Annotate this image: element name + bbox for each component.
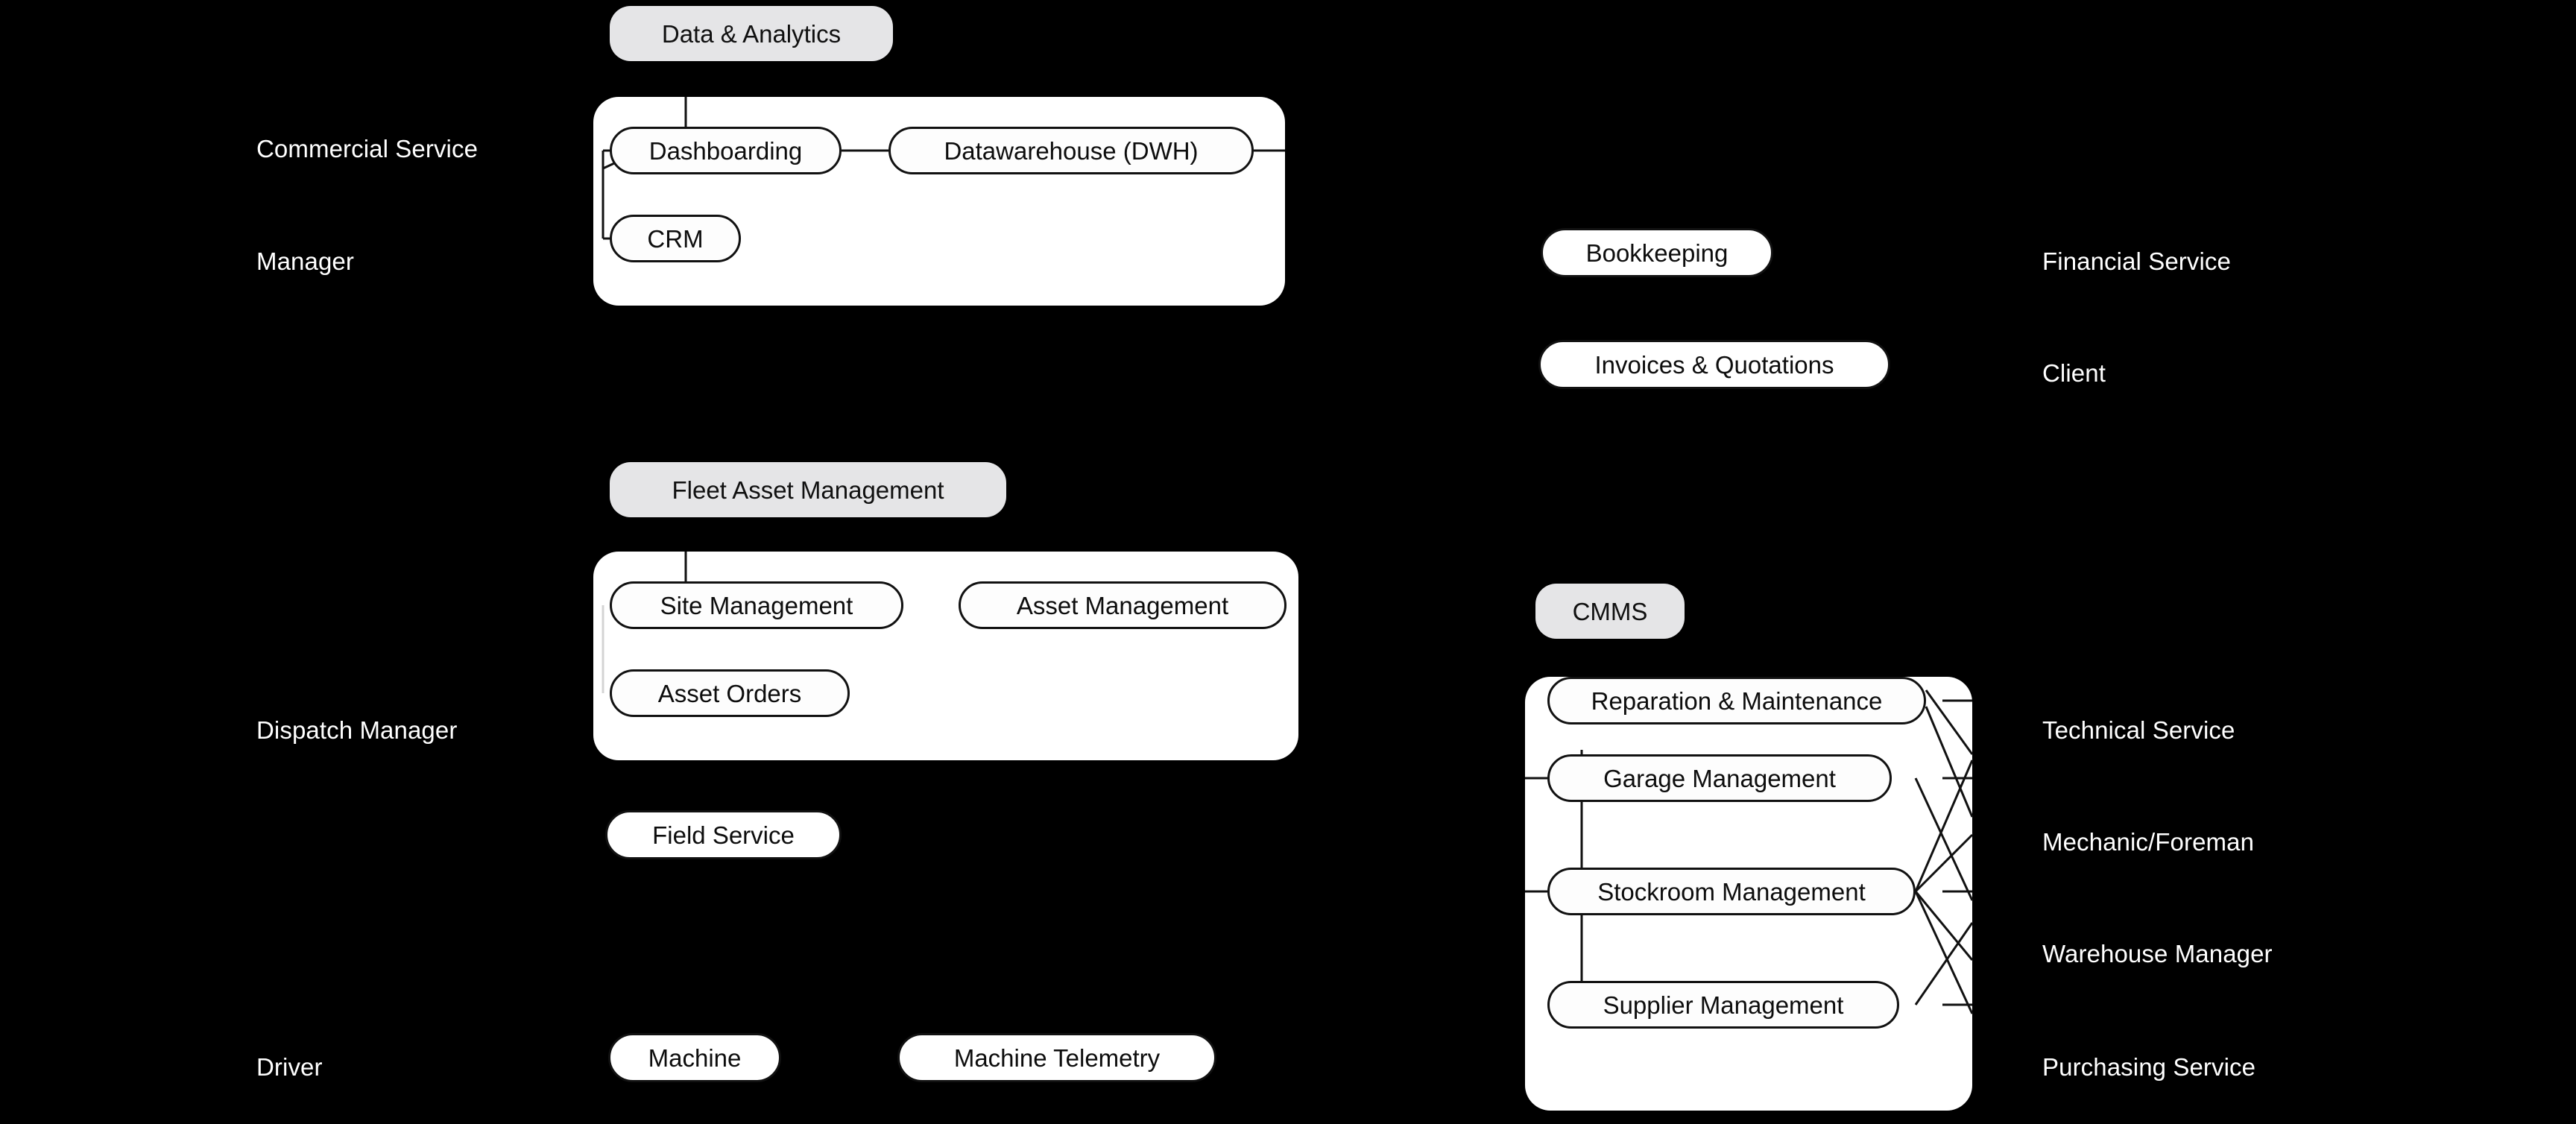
- group-tag-cmms[interactable]: CMMS: [1535, 584, 1685, 639]
- capability-invoices-quotations[interactable]: Invoices & Quotations: [1538, 340, 1890, 389]
- role-label-warehouse-manager: Warehouse Manager: [2042, 940, 2273, 967]
- capability-machine-telemetry[interactable]: Machine Telemetry: [897, 1033, 1216, 1082]
- group-tag-fleet-asset-management[interactable]: Fleet Asset Management: [610, 462, 1006, 517]
- role-label-technical-service: Technical Service: [2042, 716, 2235, 744]
- group-tag-data-analytics[interactable]: Data & Analytics: [610, 6, 893, 61]
- role-label-mechanic-foreman: Mechanic/Foreman: [2042, 828, 2255, 856]
- role-label-dispatch-manager: Dispatch Manager: [256, 716, 458, 744]
- role-label-client: Client: [2042, 359, 2106, 387]
- capability-asset-orders[interactable]: Asset Orders: [610, 669, 850, 717]
- role-label-driver: Driver: [256, 1053, 323, 1081]
- role-label-manager: Manager: [256, 247, 354, 275]
- capability-asset-management[interactable]: Asset Management: [959, 581, 1287, 629]
- capability-machine[interactable]: Machine: [608, 1033, 781, 1082]
- role-label-commercial-service: Commercial Service: [256, 135, 479, 162]
- capability-crm[interactable]: CRM: [610, 215, 741, 262]
- capability-garage-management[interactable]: Garage Management: [1547, 754, 1892, 802]
- capability-supplier-management[interactable]: Supplier Management: [1547, 981, 1899, 1029]
- role-label-financial-service: Financial Service: [2042, 247, 2231, 275]
- capability-field-service[interactable]: Field Service: [605, 810, 842, 859]
- cluster-cmms: Reparation & Maintenance Garage Manageme…: [1525, 677, 1974, 1111]
- capability-reparation-maintenance[interactable]: Reparation & Maintenance: [1547, 677, 1926, 724]
- cluster-fleet-asset-management: Site Management Asset Management Asset O…: [593, 552, 1298, 760]
- role-label-purchasing-service: Purchasing Service: [2042, 1053, 2256, 1081]
- capability-datawarehouse-dwh[interactable]: Datawarehouse (DWH): [888, 127, 1254, 174]
- capability-site-management[interactable]: Site Management: [610, 581, 903, 629]
- capability-dashboarding[interactable]: Dashboarding: [610, 127, 842, 174]
- capability-bookkeeping[interactable]: Bookkeeping: [1541, 228, 1773, 277]
- capability-stockroom-management[interactable]: Stockroom Management: [1547, 868, 1916, 915]
- cluster-data-analytics: Dashboarding Datawarehouse (DWH) CRM: [593, 97, 1285, 306]
